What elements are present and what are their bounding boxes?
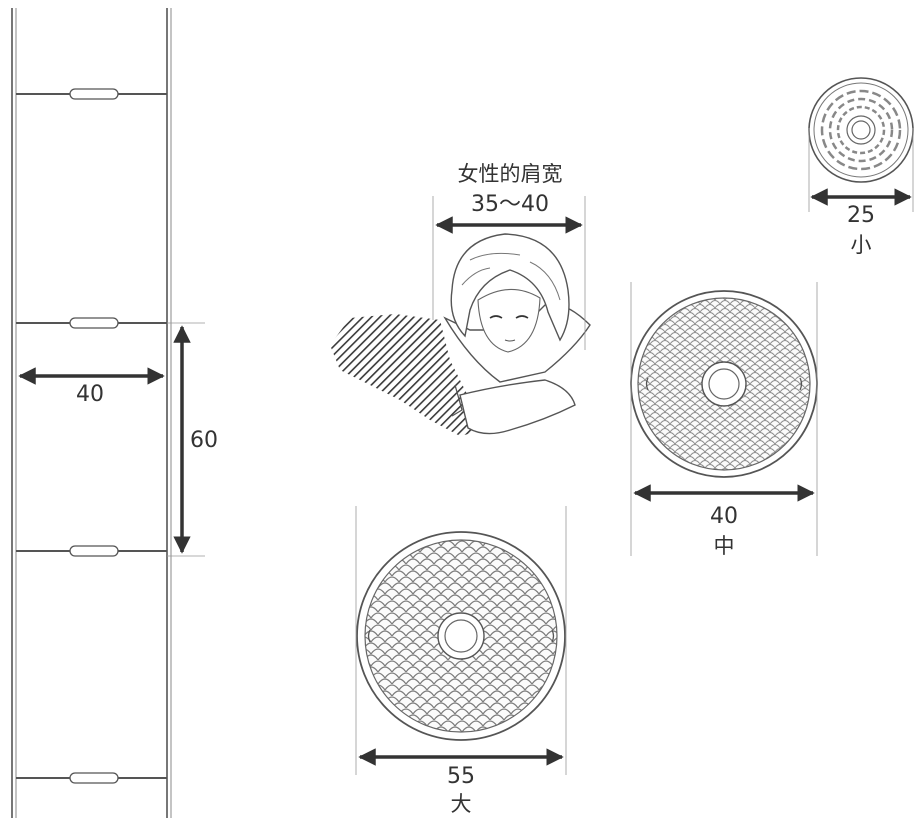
manhole-cover-large [356,531,566,741]
woman-figure [330,233,591,436]
ladder-rung [16,772,167,784]
ladder [11,8,205,818]
small-cover-name: 小 [850,233,872,257]
ladder-rung [16,545,167,557]
shoulder-title: 女性的肩宽 [457,162,563,186]
rung-spacing-label: 60 [190,428,218,453]
woman-shadow [330,314,485,436]
ladder-rung [16,88,167,100]
small-cover-size: 25 [847,203,875,228]
medium-cover-size: 40 [710,504,738,529]
ladder-rung [16,317,167,329]
manhole-cover-small [808,77,914,183]
ladder-width-label: 40 [76,382,104,407]
shoulder-range-label: 35～40 [471,192,549,217]
large-cover-name: 大 [450,792,472,816]
large-cover-size: 55 [447,764,475,789]
medium-cover-name: 中 [713,534,735,558]
manhole-cover-medium [630,290,818,478]
